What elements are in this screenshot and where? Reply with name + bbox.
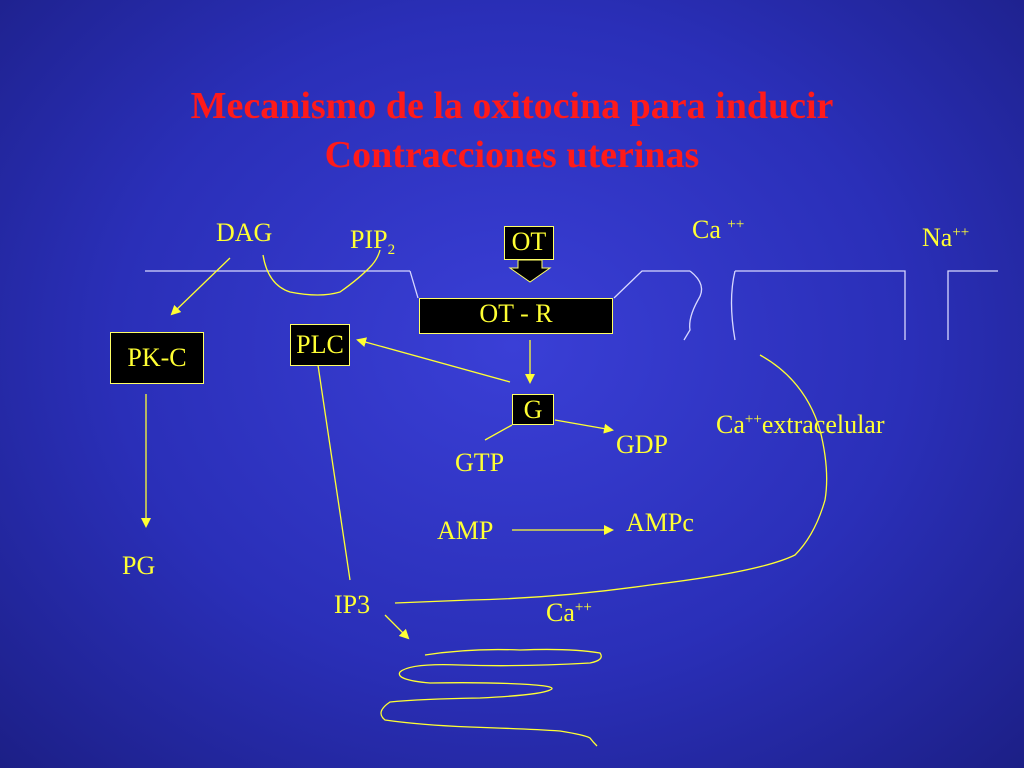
box-g: G [512,394,554,425]
label-gtp: GTP [455,448,505,477]
label-gdp: GDP [616,430,669,459]
arrow-dag-to-pkc [170,257,231,316]
box-ot: OT [504,226,554,260]
label-dag: DAG [216,218,273,247]
label-pg: PG [122,551,156,580]
na-sup: ++ [952,224,970,241]
pip-subscript: 2 [387,242,396,259]
slide-title: Mecanismo de la oxitocina para inducir C… [0,82,1024,180]
title-line-1: Mecanismo de la oxitocina para inducir [190,85,834,127]
label-ca-top: Ca ++ [692,215,744,245]
label-na: Na++ [922,223,969,253]
label-ip3: IP3 [334,590,371,619]
ot-binding-arrow [508,259,552,283]
arrows [141,257,614,640]
ca-top-base: Ca [692,215,721,244]
label-pip2: PIP2 [350,225,396,259]
ca-extra-tail: extracelular [761,410,885,439]
label-ca-bottom: Ca++ [546,598,592,628]
ca-extra-base: Ca [716,410,745,439]
arrow-g-to-plc [356,337,511,383]
ca-bottom-base: Ca [546,598,575,627]
ca-bottom-sup: ++ [574,599,592,616]
arrow-g-to-gdp [554,419,614,434]
ca-extra-sup: ++ [744,411,762,428]
box-plc: PLC [290,324,350,366]
na-base: Na [922,223,953,252]
ca-top-sup: ++ [727,216,745,233]
box-pkc: PK-C [110,332,204,384]
label-ca-extracelular: Ca++extracelular [716,410,885,440]
label-ampc: AMPc [626,508,694,537]
title-line-2: Contracciones uterinas [324,134,700,176]
yellow-curves [262,249,828,747]
box-ot-r: OT - R [419,298,613,334]
pip-base: PIP [350,225,388,254]
arrow-ip3-to-reticulum [384,614,410,640]
label-amp: AMP [437,516,494,545]
